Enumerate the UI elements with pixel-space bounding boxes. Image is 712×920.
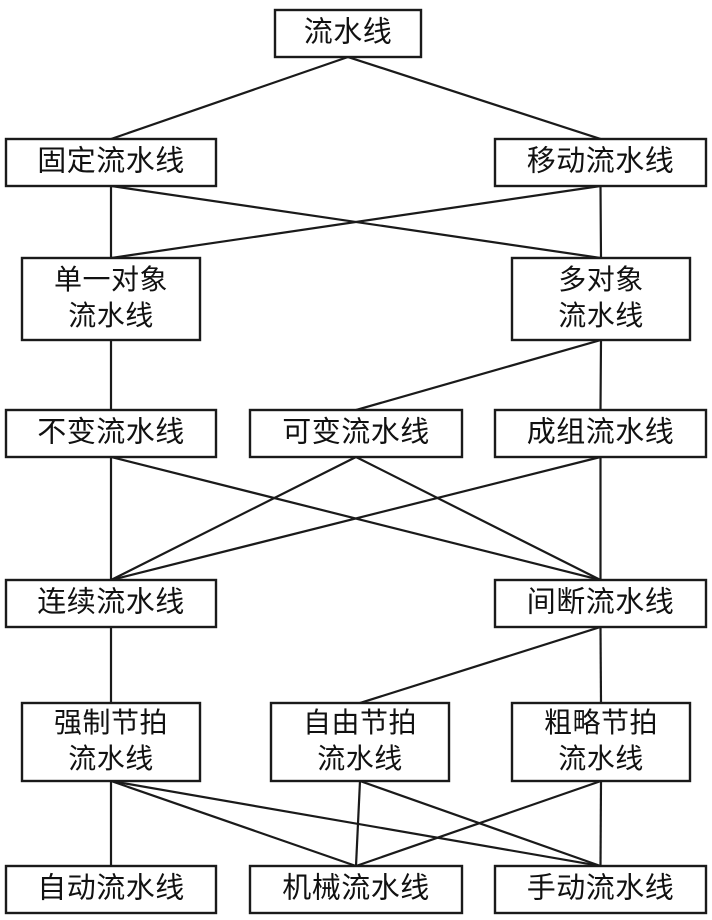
node-label-n6: 不变流水线 bbox=[37, 415, 185, 449]
node-n3[interactable]: 移动流水线 bbox=[493, 137, 708, 188]
edge-n13-to-n15 bbox=[354, 779, 603, 868]
node-box-n16[interactable] bbox=[493, 864, 708, 915]
node-box-n10[interactable] bbox=[493, 578, 708, 629]
node-label-n10: 间断流水线 bbox=[527, 585, 675, 619]
node-n10[interactable]: 间断流水线 bbox=[493, 578, 708, 629]
node-layer: 流水线固定流水线移动流水线单一对象流水线多对象流水线不变流水线可变流水线成组流水… bbox=[4, 8, 708, 915]
edge-n1-to-n3 bbox=[346, 55, 602, 141]
edge-n13-to-n16 bbox=[599, 779, 603, 868]
node-label-n11-line1: 强制节拍 bbox=[54, 706, 168, 739]
edge-n8-to-n9 bbox=[109, 455, 602, 582]
node-box-n12[interactable] bbox=[269, 701, 451, 783]
node-label-n16: 手动流水线 bbox=[527, 871, 675, 905]
node-n16[interactable]: 手动流水线 bbox=[493, 864, 708, 915]
edge-n12-to-n15 bbox=[354, 779, 362, 868]
node-box-n5[interactable] bbox=[510, 256, 692, 342]
node-label-n9: 连续流水线 bbox=[37, 585, 185, 619]
edge-n10-to-n13 bbox=[599, 625, 603, 705]
node-n1[interactable]: 流水线 bbox=[273, 8, 423, 59]
node-box-n4[interactable] bbox=[20, 256, 202, 342]
node-label-n8: 成组流水线 bbox=[527, 415, 675, 449]
node-label-n2: 固定流水线 bbox=[37, 144, 185, 178]
node-n6[interactable]: 不变流水线 bbox=[4, 408, 218, 459]
edge-n5-to-n7 bbox=[354, 338, 603, 412]
node-box-n15[interactable] bbox=[248, 864, 464, 915]
node-n7[interactable]: 可变流水线 bbox=[248, 408, 464, 459]
edge-n5-to-n8 bbox=[599, 338, 603, 412]
edge-n11-to-n16 bbox=[109, 779, 602, 868]
node-n2[interactable]: 固定流水线 bbox=[4, 137, 218, 188]
node-n15[interactable]: 机械流水线 bbox=[248, 864, 464, 915]
node-label-n4-line1: 单一对象 bbox=[54, 263, 168, 296]
node-label-n15: 机械流水线 bbox=[282, 871, 430, 905]
edge-n10-to-n12 bbox=[358, 625, 602, 705]
node-box-n7[interactable] bbox=[248, 408, 464, 459]
node-label-n7: 可变流水线 bbox=[282, 415, 430, 449]
edge-n1-to-n2 bbox=[109, 55, 350, 141]
node-n14[interactable]: 自动流水线 bbox=[4, 864, 218, 915]
node-box-n13[interactable] bbox=[510, 701, 692, 783]
node-label-n5-line2: 流水线 bbox=[558, 299, 644, 332]
node-label-n13-line2: 流水线 bbox=[558, 742, 644, 775]
node-box-n6[interactable] bbox=[4, 408, 218, 459]
edge-n3-to-n4 bbox=[109, 184, 602, 260]
edge-layer bbox=[109, 55, 603, 868]
node-label-n1: 流水线 bbox=[304, 15, 393, 49]
node-box-n1[interactable] bbox=[273, 8, 423, 59]
node-label-n13-line1: 粗略节拍 bbox=[544, 706, 658, 739]
node-label-n3: 移动流水线 bbox=[527, 144, 675, 178]
node-label-n11-line2: 流水线 bbox=[68, 742, 154, 775]
node-label-n12-line1: 自由节拍 bbox=[303, 706, 417, 739]
edge-n7-to-n10 bbox=[354, 455, 602, 582]
node-n8[interactable]: 成组流水线 bbox=[493, 408, 708, 459]
node-box-n11[interactable] bbox=[20, 701, 202, 783]
node-label-n5-line1: 多对象 bbox=[558, 263, 644, 296]
edge-n3-to-n5 bbox=[599, 184, 603, 260]
node-label-n14: 自动流水线 bbox=[37, 871, 185, 905]
edge-n11-to-n15 bbox=[109, 779, 358, 868]
edge-n7-to-n9 bbox=[109, 455, 358, 582]
node-box-n8[interactable] bbox=[493, 408, 708, 459]
node-box-n14[interactable] bbox=[4, 864, 218, 915]
node-box-n9[interactable] bbox=[4, 578, 218, 629]
node-label-n4-line2: 流水线 bbox=[68, 299, 154, 332]
node-box-n3[interactable] bbox=[493, 137, 708, 188]
node-box-n2[interactable] bbox=[4, 137, 218, 188]
node-label-n12-line2: 流水线 bbox=[317, 742, 403, 775]
node-n9[interactable]: 连续流水线 bbox=[4, 578, 218, 629]
